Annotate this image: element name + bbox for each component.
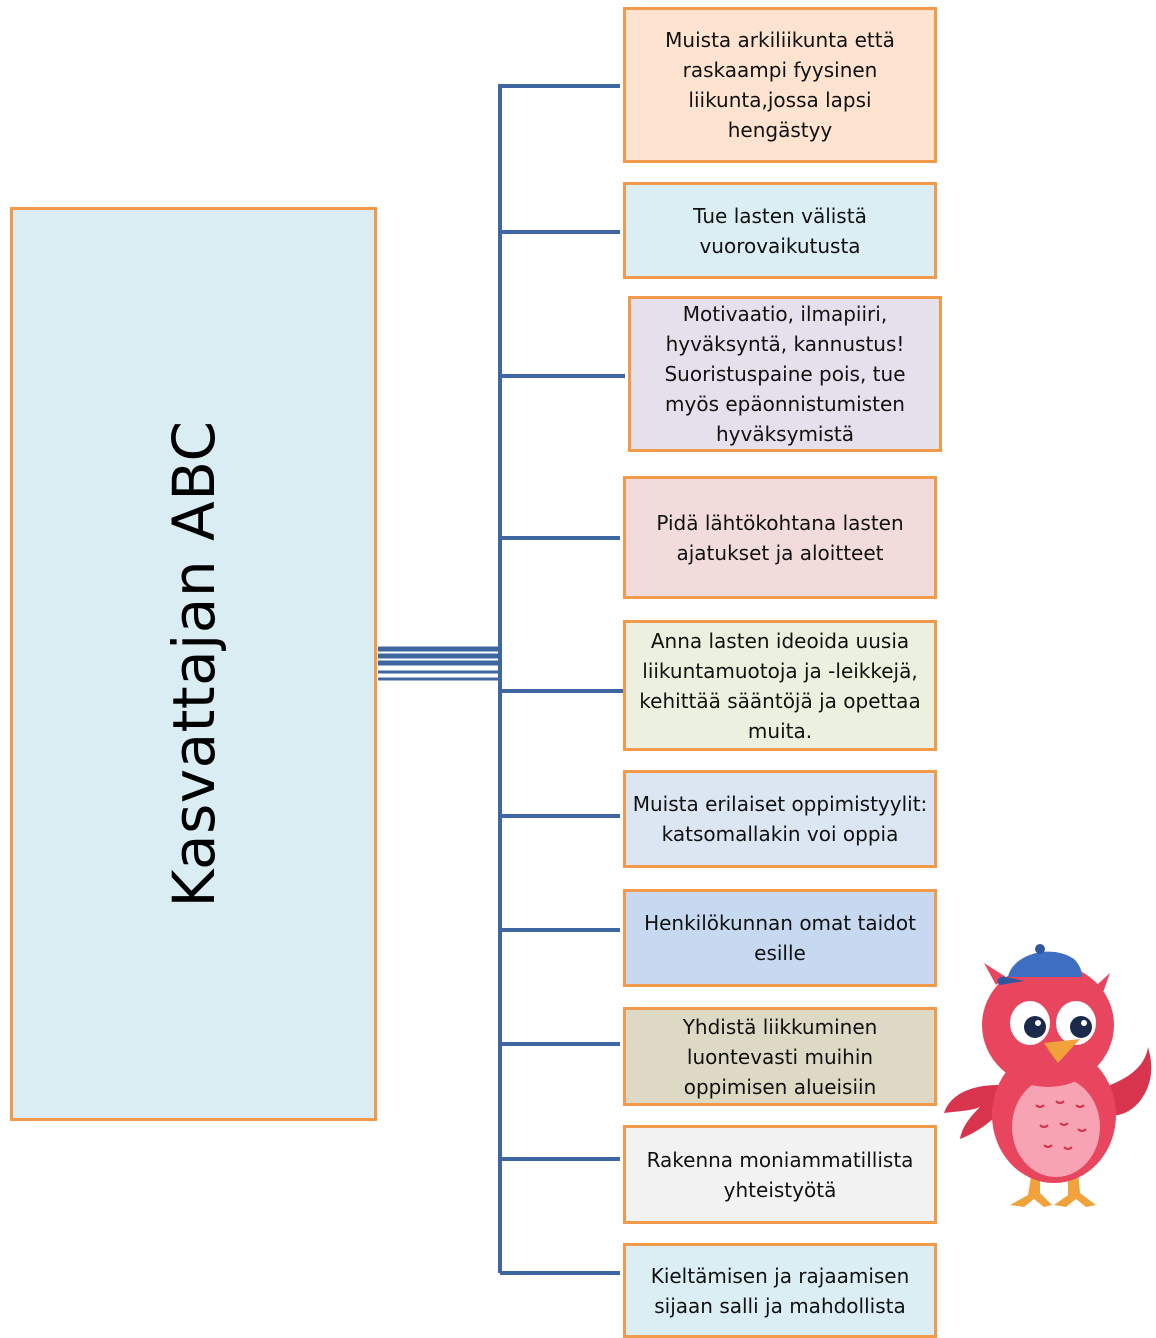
node-9-text: Rakenna moniammatillista yhteistyötä bbox=[646, 1147, 914, 1202]
node-4-text: Pidä lähtökohtana lasten ajatukset ja al… bbox=[656, 510, 904, 565]
node-3: Motivaatio, ilmapiiri, hyväksyntä, kannu… bbox=[628, 296, 942, 452]
root-box: Kasvattajan ABC bbox=[10, 207, 377, 1121]
node-7-text: Henkilökunnan omat taidot esille bbox=[644, 911, 916, 965]
node-3-text: Motivaatio, ilmapiiri, hyväksyntä, kannu… bbox=[664, 302, 906, 446]
node-6-text: Muista erilaiset oppimistyylit: katsomal… bbox=[632, 792, 928, 846]
node-10-text: Kieltämisen ja rajaamisen sijaan salli j… bbox=[650, 1263, 910, 1318]
node-2: Tue lasten välistä vuorovaikutusta bbox=[623, 182, 937, 279]
node-4: Pidä lähtökohtana lasten ajatukset ja al… bbox=[623, 476, 937, 599]
node-5: Anna lasten ideoida uusia liikuntamuotoj… bbox=[623, 620, 937, 751]
node-8: Yhdistä liikkuminen luontevasti muihin o… bbox=[623, 1007, 937, 1106]
node-10: Kieltämisen ja rajaamisen sijaan salli j… bbox=[623, 1243, 937, 1338]
node-6: Muista erilaiset oppimistyylit: katsomal… bbox=[623, 770, 937, 868]
node-1-text: Muista arkiliikunta että raskaampi fyysi… bbox=[665, 28, 895, 142]
node-2-text: Tue lasten välistä vuorovaikutusta bbox=[693, 203, 867, 258]
node-9: Rakenna moniammatillista yhteistyötä bbox=[623, 1125, 937, 1224]
bird-mascot-illustration bbox=[944, 944, 1152, 1207]
node-1: Muista arkiliikunta että raskaampi fyysi… bbox=[623, 7, 937, 163]
node-8-text: Yhdistä liikkuminen luontevasti muihin o… bbox=[682, 1014, 878, 1099]
node-5-text: Anna lasten ideoida uusia liikuntamuotoj… bbox=[639, 628, 921, 743]
node-7: Henkilökunnan omat taidot esille bbox=[623, 889, 937, 987]
